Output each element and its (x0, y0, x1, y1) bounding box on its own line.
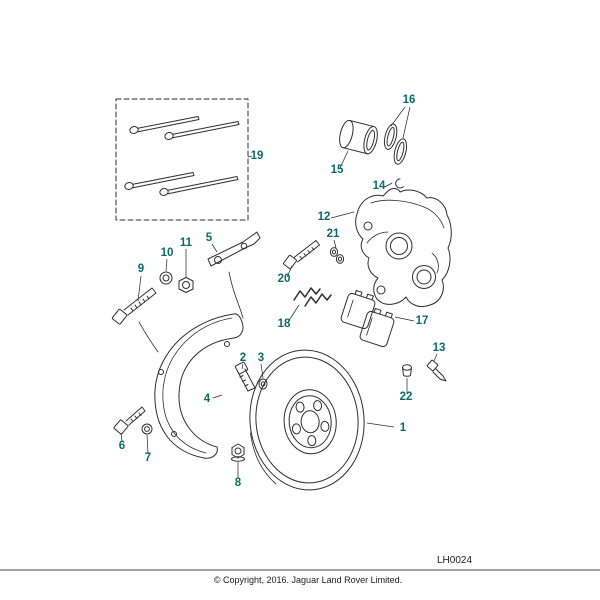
dust-shield (138, 313, 244, 459)
hose-bracket (207, 231, 261, 319)
brake-caliper (355, 188, 452, 308)
callout-21: 21 (327, 228, 340, 240)
washer-7 (141, 423, 153, 435)
callout-11: 11 (180, 237, 193, 249)
callout-1: 1 (400, 422, 407, 434)
split-pin (159, 176, 239, 196)
callout-10: 10 (161, 247, 174, 259)
callout-4: 4 (204, 393, 211, 405)
hex-nut-11 (178, 277, 194, 293)
hardware-kit-box (115, 98, 249, 221)
callout-9: 9 (138, 263, 144, 275)
split-pin (164, 121, 240, 140)
brake-pads (340, 289, 395, 348)
callout-12: 12 (318, 211, 331, 223)
callout-16: 16 (403, 94, 416, 106)
split-pin (129, 116, 200, 134)
hex-bolt-6 (113, 406, 146, 435)
retaining-clip (395, 178, 404, 189)
callout-19: 19 (251, 150, 264, 162)
guide-pin-washers (329, 247, 345, 264)
callout-5: 5 (206, 232, 213, 244)
washer-10 (159, 271, 173, 285)
bleed-screw (426, 359, 447, 382)
anti-rattle-springs (293, 287, 332, 307)
flange-nut-8 (231, 443, 245, 462)
drawing-code: LH0024 (437, 555, 472, 566)
caliper-piston (339, 119, 378, 155)
hex-bolt-9 (111, 287, 157, 325)
copyright-text: © Copyright, 2016. Jaguar Land Rover Lim… (214, 575, 402, 585)
callout-6: 6 (119, 440, 125, 452)
callout-13: 13 (433, 342, 446, 354)
guide-pin-bolt (282, 240, 320, 270)
callout-22: 22 (400, 391, 413, 403)
brake-disc (249, 349, 365, 491)
split-pin (124, 172, 195, 190)
callout-15: 15 (331, 164, 344, 176)
leader-lines (120, 106, 438, 478)
footer: LH0024 © Copyright, 2016. Jaguar Land Ro… (0, 555, 600, 585)
bleed-screw-cap (402, 364, 412, 377)
piston-seals (383, 123, 408, 165)
hex-bolt-2 (234, 361, 256, 392)
callout-labels: 1 2 3 4 5 6 7 8 9 10 11 12 13 14 15 16 1… (119, 94, 446, 489)
callout-17: 17 (416, 315, 429, 327)
callout-18: 18 (278, 318, 291, 330)
callout-8: 8 (235, 477, 242, 489)
callout-20: 20 (278, 273, 291, 285)
callout-3: 3 (258, 352, 264, 364)
callout-2: 2 (240, 352, 246, 364)
callout-14: 14 (373, 180, 386, 192)
callout-7: 7 (145, 452, 151, 464)
